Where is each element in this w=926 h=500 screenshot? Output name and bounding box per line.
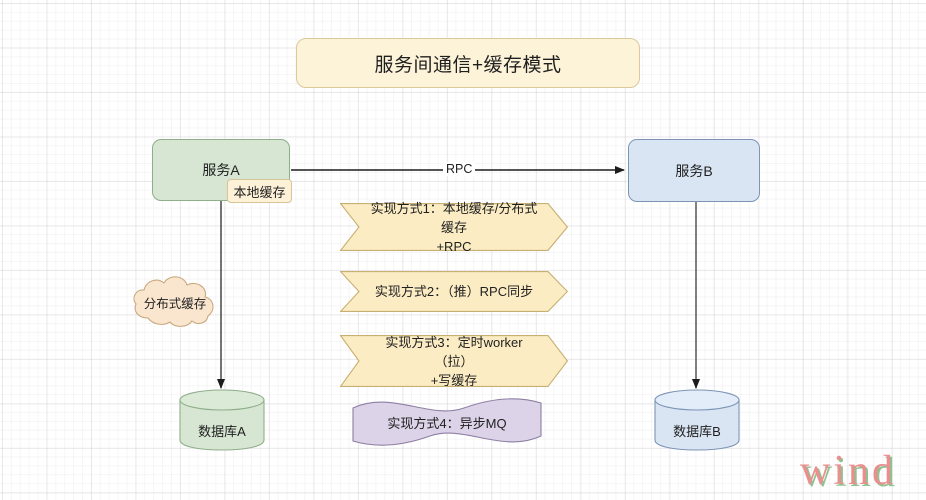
- option-banner-2[interactable]: 实现方式2：（推）RPC同步: [339, 271, 569, 312]
- diagram-title-box: 服务间通信+缓存模式: [296, 38, 640, 88]
- node-db-b-label: 数据库B: [673, 423, 721, 439]
- cloud-icon: [133, 276, 214, 327]
- node-service-b-label: 服务B: [675, 162, 713, 179]
- node-db-b[interactable]: 数据库B: [653, 388, 741, 452]
- watermark: wind: [800, 448, 896, 494]
- database-cylinder-icon: [179, 389, 265, 451]
- chevron-shape: [339, 335, 569, 387]
- database-cylinder-icon: [654, 389, 740, 451]
- page-title: 服务间通信+缓存模式: [374, 54, 562, 76]
- chevron-shape: [339, 271, 569, 312]
- option-banner-3[interactable]: 实现方式3：定时worker （拉） +写缓存: [339, 334, 569, 388]
- node-db-a-label: 数据库A: [198, 423, 246, 439]
- node-distributed-cache[interactable]: 分布式缓存: [128, 272, 222, 332]
- option-banner-4[interactable]: 实现方式4：异步MQ: [352, 396, 542, 448]
- node-service-a-label: 服务A: [202, 162, 240, 178]
- wave-shape: [352, 398, 542, 446]
- option-banner-3-label: 实现方式3：定时worker （拉） +写缓存: [385, 334, 523, 388]
- option-banner-4-label: 实现方式4：异步MQ: [387, 415, 507, 431]
- node-service-b[interactable]: 服务B: [628, 139, 760, 202]
- node-local-cache[interactable]: 本地缓存: [227, 179, 292, 203]
- node-local-cache-label: 本地缓存: [233, 184, 286, 200]
- option-banner-2-label: 实现方式2：（推）RPC同步: [374, 284, 534, 299]
- chevron-shape: [339, 203, 569, 251]
- option-banner-1[interactable]: 实现方式1：本地缓存/分布式缓存 +RPC: [339, 200, 569, 254]
- edge-label-rpc: RPC: [443, 162, 476, 176]
- node-db-a[interactable]: 数据库A: [178, 388, 266, 452]
- option-banner-1-label: 实现方式1：本地缓存/分布式缓存 +RPC: [370, 200, 538, 254]
- node-distributed-cache-label: 分布式缓存: [143, 296, 207, 311]
